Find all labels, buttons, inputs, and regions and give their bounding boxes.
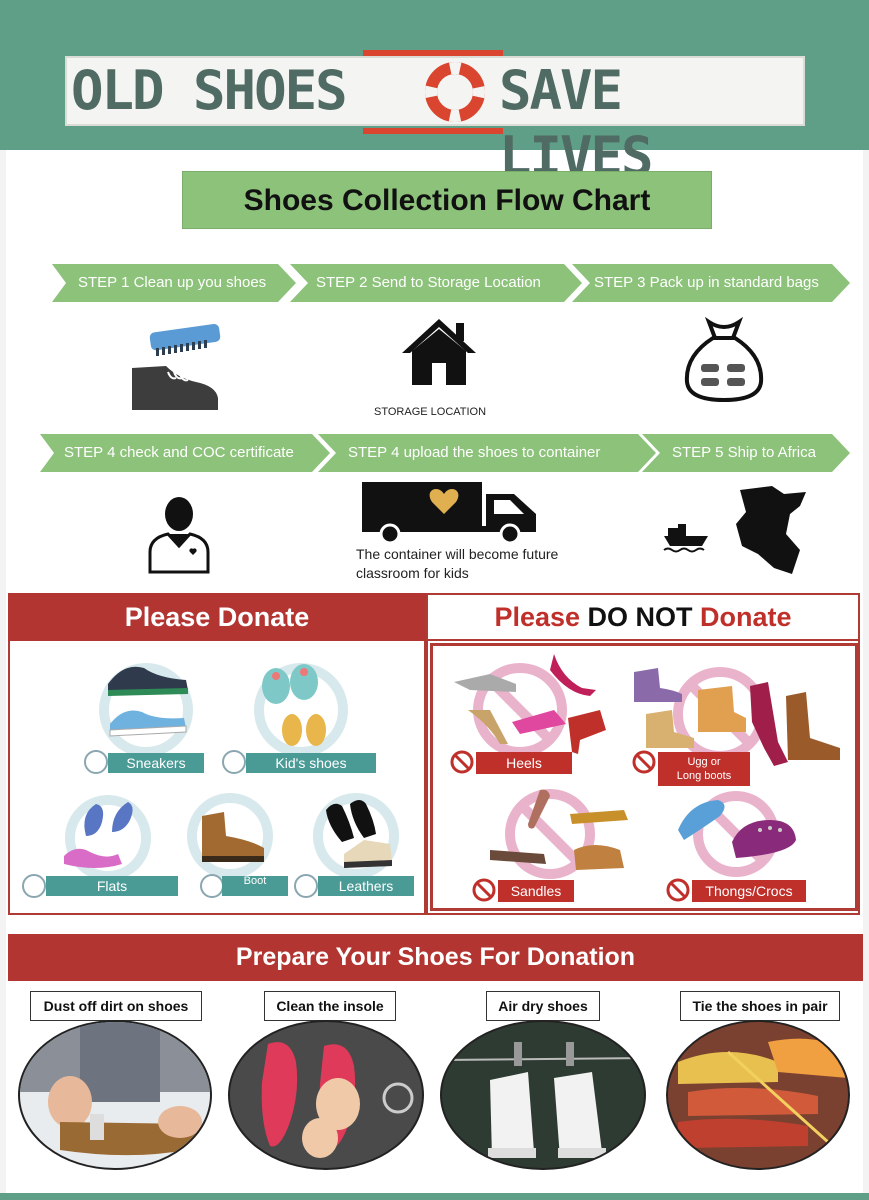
long-boots-label-line-2: Long boots [676,770,732,782]
thongs-crocs-label: Thongs/Crocs [692,880,806,902]
check-icon [200,874,224,898]
sandles-icon [490,789,628,879]
ban-icon [666,878,690,902]
donate-header: Please Donate [8,593,426,641]
clean-insole-photo [228,1020,424,1170]
flow-chart-title: Shoes Collection Flow Chart [243,184,651,217]
ugg-long-boots-label: Ugg or Long boots [658,752,750,786]
house-icon [402,319,476,385]
sneakers-icon [99,663,193,754]
bag-icon [684,316,764,403]
dust-off-photo [18,1020,212,1170]
dusting-illustration [20,1022,210,1156]
logo-bar-bottom [363,128,503,134]
logo-bar-top [363,50,503,56]
check-icon [84,750,108,774]
insole-illustration [261,1042,414,1158]
air-dry-illustration [442,1042,644,1158]
air-dry-photo [440,1020,646,1170]
step-4-check-chevron: STEP 4 check and COC certificate [40,434,330,472]
leathers-label: Leathers [318,876,414,896]
kids-shoes-icon [254,663,348,754]
inspector-icon [148,497,210,574]
shoe-brush-icon [132,324,221,410]
thongs-crocs-icon [678,791,796,877]
heels-label: Heels [476,752,572,774]
ugg-label-line-1: Ugg or [687,756,721,768]
logo-text-left: OLD SHOES [71,59,348,122]
tie-pair-photo [666,1020,850,1170]
boot-label: Boot [222,876,288,896]
container-caption-line-2: classroom for kids [356,565,469,581]
tied-shoes-illustration [668,1022,848,1168]
storage-location-caption: STORAGE LOCATION [374,406,487,418]
do-not-donate-inner-frame [430,643,858,911]
step-2-chevron: STEP 2 Send to Storage Location [290,264,582,302]
truck-icon [362,482,536,544]
check-icon [222,750,246,774]
donate-title: Please Donate [124,602,310,632]
ship-map-icon [663,486,806,574]
page-edge-right [863,150,869,1193]
prep-step-dust-off-label: Dust off dirt on shoes [30,991,202,1021]
flats-icon [64,795,151,881]
do-not-donate-title-part-3: Donate [692,602,792,632]
boot-icon [187,793,273,879]
prep-step-tie-pair-label: Tie the shoes in pair [680,991,840,1021]
do-not-donate-title-part-1: Please [494,602,588,632]
do-not-donate-title: Please DO NOT Donate [428,595,858,639]
step-1-chevron: STEP 1 Clean up you shoes [52,264,296,302]
check-icon [22,874,46,898]
logo: OLD SHOES SAVE LIVES [65,50,805,188]
leathers-icon [313,793,399,879]
ban-icon [632,750,656,774]
do-not-donate-header: Please DO NOT Donate [426,593,860,641]
ban-icon [450,750,474,774]
do-not-donate-title-part-2: DO NOT [587,602,693,632]
flow-title-box: Shoes Collection Flow Chart [182,171,712,229]
container-caption-line-1: The container will become future [356,546,559,562]
prep-step-clean-insole-label: Clean the insole [264,991,396,1021]
ban-icon [472,878,496,902]
check-icon [294,874,318,898]
sandles-label: Sandles [498,880,574,902]
kids-shoes-label: Kid's shoes [246,753,376,773]
logo-text-right: SAVE LIVES [499,59,654,188]
sneakers-label: Sneakers [108,753,204,773]
step-5-chevron: STEP 5 Ship to Africa [642,434,850,472]
step-4-upload-chevron: STEP 4 upload the shoes to container [318,434,656,472]
flats-label: Flats [46,876,178,896]
prepare-header: Prepare Your Shoes For Donation [8,934,863,981]
lifebuoy-icon [425,62,485,122]
prep-step-air-dry-label: Air dry shoes [486,991,600,1021]
footer-strip [0,1193,869,1200]
prepare-title: Prepare Your Shoes For Donation [235,943,636,971]
page-edge-left [0,150,6,1193]
step-3-chevron: STEP 3 Pack up in standard bags [572,264,850,302]
heels-icon [454,654,606,757]
